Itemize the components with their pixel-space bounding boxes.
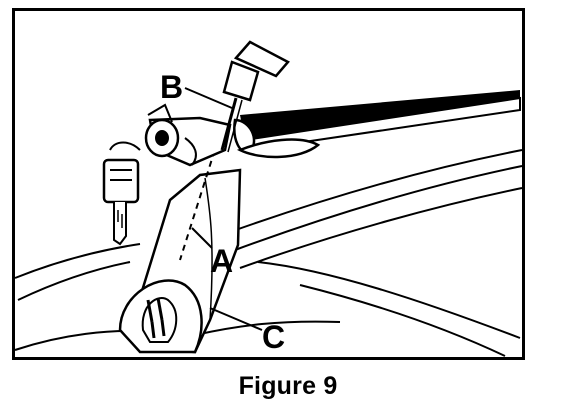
- label-b: B: [160, 69, 183, 105]
- roof-bar: [233, 90, 521, 159]
- figure-caption: Figure 9: [238, 372, 338, 400]
- leader-a: [191, 227, 213, 249]
- bolt-dashed-line: [179, 139, 219, 261]
- leader-b: [184, 87, 233, 109]
- leader-lines: [184, 87, 263, 331]
- car-roof: [14, 149, 523, 357]
- leader-c: [209, 307, 263, 331]
- foot-c: [118, 168, 242, 354]
- clamp-head: [144, 103, 232, 167]
- label-c: C: [262, 319, 285, 355]
- tool-b: [220, 40, 290, 153]
- label-a: A: [210, 243, 233, 279]
- key-icon: [102, 141, 141, 246]
